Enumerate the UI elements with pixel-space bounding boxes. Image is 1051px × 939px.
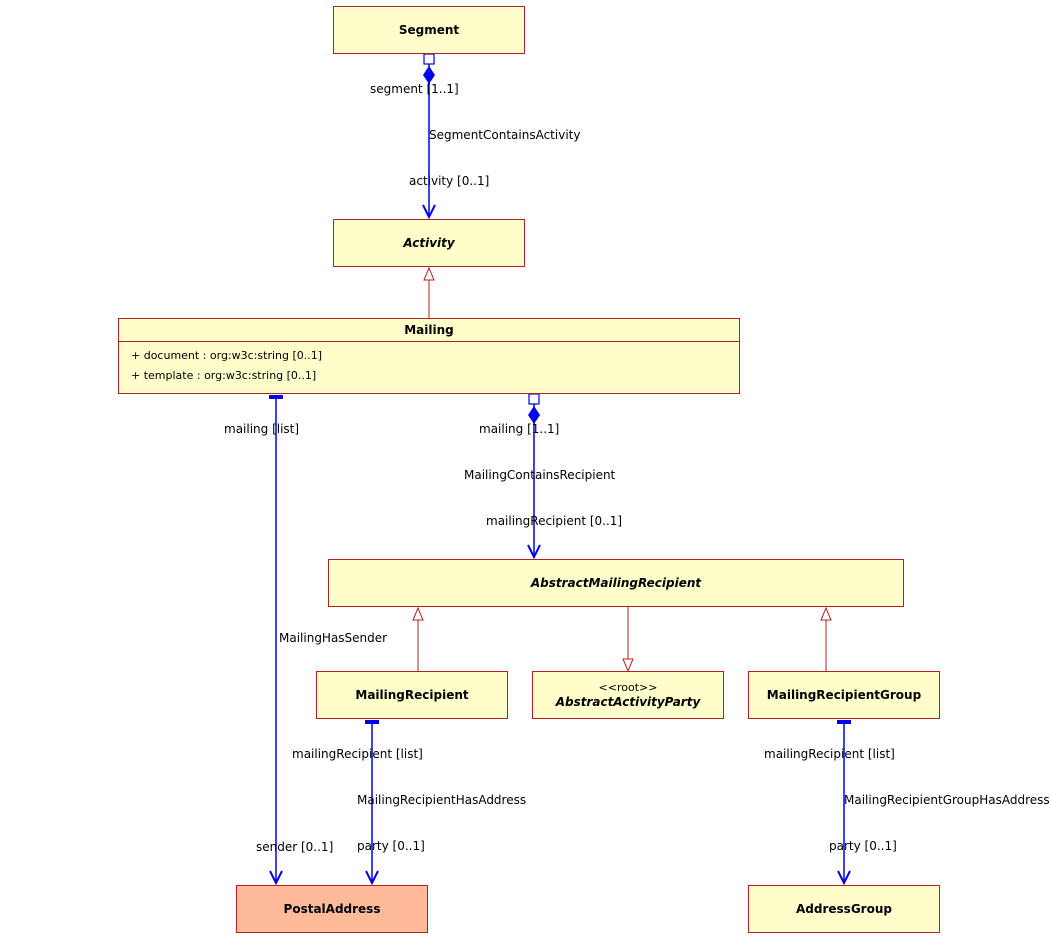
class-name: Mailing xyxy=(404,323,454,337)
association-name-recipient-has-address: MailingRecipientHasAddress xyxy=(357,793,527,807)
generalization-activity-party[interactable] xyxy=(622,607,634,673)
class-name: AddressGroup xyxy=(796,902,892,916)
navigability-square-icon xyxy=(423,53,435,65)
role-label-recipient-list: mailingRecipient [list] xyxy=(292,747,423,761)
role-label-activity: activity [0..1] xyxy=(409,174,490,188)
attribute-template: + template : org:w3c:string [0..1] xyxy=(131,369,317,382)
class-title-block: <<root>> AbstractActivityParty xyxy=(533,672,723,718)
arrow-head-icon xyxy=(837,870,851,886)
class-name: Segment xyxy=(398,23,460,37)
assoc-mailing-recipient[interactable] xyxy=(527,393,541,560)
class-mailing-recipient[interactable]: MailingRecipient xyxy=(316,671,508,719)
role-label-segment: segment [1..1] xyxy=(370,82,459,96)
assoc-recipient-address[interactable] xyxy=(365,720,379,886)
class-mailing[interactable]: Mailing + document : org:w3c:string [0..… xyxy=(118,318,740,394)
arrow-head-icon xyxy=(422,204,436,220)
association-name-mailing-has-sender: MailingHasSender xyxy=(279,631,388,645)
role-label-sender: sender [0..1] xyxy=(256,840,334,854)
association-name-mailing-contains-recipient: MailingContainsRecipient xyxy=(464,468,616,482)
role-label-mailing-one: mailing [1..1] xyxy=(479,422,560,436)
class-name: MailingRecipientGroup xyxy=(766,688,922,702)
role-label-mailing-list: mailing [list] xyxy=(224,422,300,436)
class-abstract-activity-party[interactable]: <<root>> AbstractActivityParty xyxy=(532,671,724,719)
assoc-mailing-sender[interactable] xyxy=(269,395,283,886)
association-name-segment-contains-activity: SegmentContainsActivity xyxy=(429,128,581,142)
composition-diamond-icon xyxy=(528,406,540,424)
role-label-party-2: party [0..1] xyxy=(829,839,897,853)
class-name: AbstractMailingRecipient xyxy=(530,576,702,590)
composition-diamond-icon xyxy=(423,66,435,84)
inheritance-triangle-icon xyxy=(412,606,424,621)
class-name: MailingRecipient xyxy=(355,688,469,702)
role-label-group-recipient-list: mailingRecipient [list] xyxy=(764,747,895,761)
attribute-list: + document : org:w3c:string [0..1] + tem… xyxy=(119,341,739,386)
arrow-head-icon xyxy=(527,544,541,560)
aggregation-bar-icon xyxy=(837,720,851,724)
generalization-mailing-activity[interactable] xyxy=(423,266,435,318)
inheritance-triangle-icon xyxy=(622,658,634,673)
inheritance-triangle-icon xyxy=(423,266,435,281)
aggregation-bar-icon xyxy=(269,395,283,399)
generalization-recipient[interactable] xyxy=(412,606,424,671)
class-name: AbstractActivityParty xyxy=(555,695,701,709)
role-label-mailing-recipient: mailingRecipient [0..1] xyxy=(486,514,623,528)
assoc-group-address[interactable] xyxy=(837,720,851,886)
generalization-recipient-group[interactable] xyxy=(820,606,832,671)
navigability-square-icon xyxy=(528,393,540,405)
inheritance-triangle-icon xyxy=(820,606,832,621)
class-address-group[interactable]: AddressGroup xyxy=(748,885,940,933)
attribute-document: + document : org:w3c:string [0..1] xyxy=(131,349,323,362)
arrow-head-icon xyxy=(269,870,283,886)
class-mailing-recipient-group[interactable]: MailingRecipientGroup xyxy=(748,671,940,719)
class-activity[interactable]: Activity xyxy=(333,219,525,267)
assoc-segment-activity[interactable] xyxy=(422,53,436,220)
class-name: Activity xyxy=(403,236,455,250)
class-name: PostalAddress xyxy=(283,902,381,916)
association-name-group-has-address: MailingRecipientGroupHasAddress xyxy=(844,793,1050,807)
aggregation-bar-icon xyxy=(365,720,379,724)
stereotype-label: <<root>> xyxy=(598,681,658,694)
role-label-party-1: party [0..1] xyxy=(357,839,425,853)
class-segment[interactable]: Segment xyxy=(333,6,525,54)
arrow-head-icon xyxy=(365,870,379,886)
class-abstract-mailing-recipient[interactable]: AbstractMailingRecipient xyxy=(328,559,904,607)
class-postal-address[interactable]: PostalAddress xyxy=(236,885,428,933)
